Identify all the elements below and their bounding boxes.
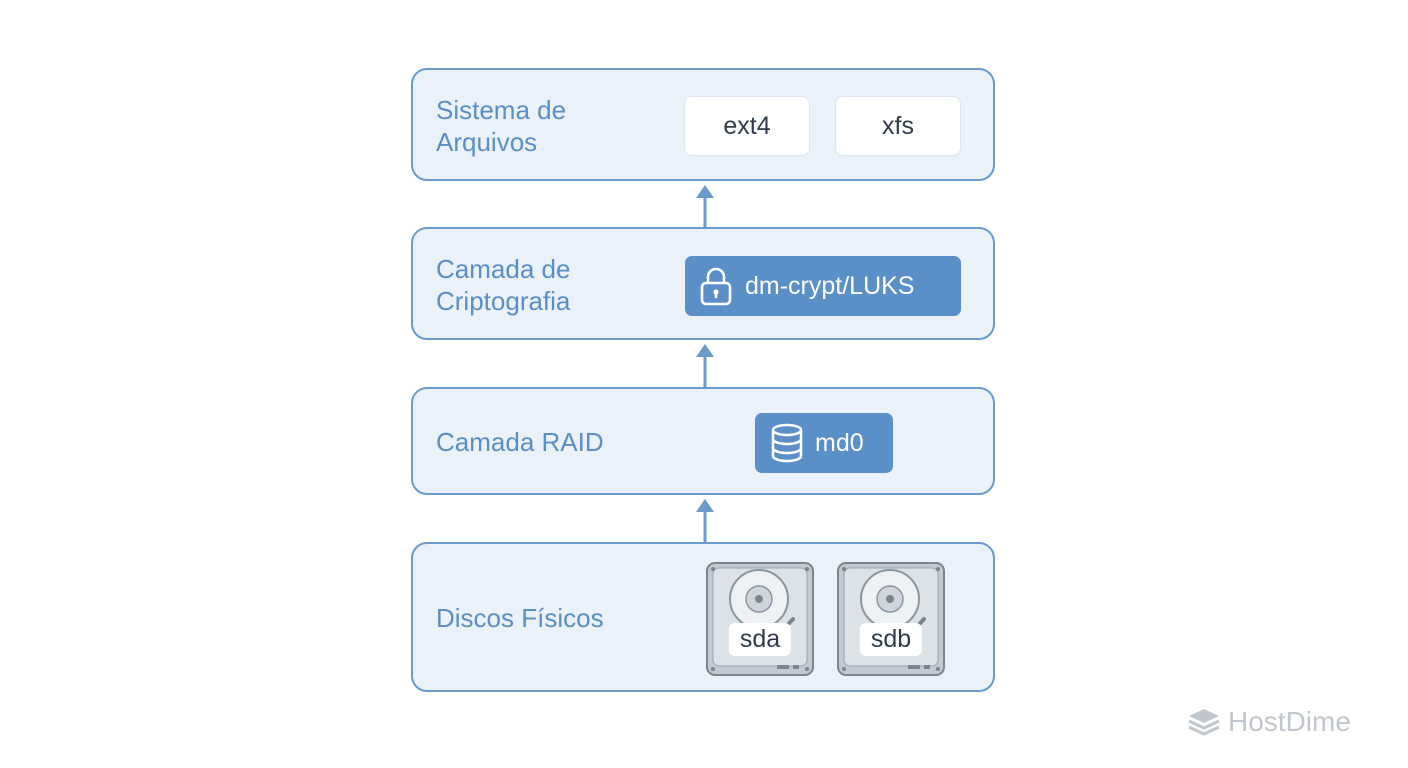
md0-chip: md0 <box>755 413 893 473</box>
ext4-chip: ext4 <box>685 97 809 155</box>
hostdime-logo-icon <box>1188 709 1220 736</box>
raid-layer-label: Camada RAID <box>436 427 604 457</box>
up-arrow-icon <box>696 344 714 387</box>
disk-sda: sda <box>705 561 815 677</box>
database-icon <box>771 423 803 463</box>
brand-name: HostDime <box>1228 706 1351 737</box>
disks-layer-label: Discos Físicos <box>436 603 604 633</box>
dm-crypt-chip: dm-crypt/LUKS <box>685 256 961 316</box>
up-arrow-icon <box>696 185 714 227</box>
hard-disk-icon <box>706 562 814 676</box>
crypto-layer: Camada de Criptografia dm-crypt/LUKS <box>411 227 995 340</box>
raid-layer: Camada RAID md0 <box>411 387 995 495</box>
disk-sdb-label: sdb <box>859 623 923 656</box>
dm-crypt-label: dm-crypt/LUKS <box>745 271 915 300</box>
up-arrow-icon <box>696 499 714 543</box>
disk-sda-label: sda <box>728 623 792 656</box>
lock-icon <box>700 267 732 306</box>
disks-layer: Discos Físicos sda <box>411 542 995 692</box>
xfs-chip: xfs <box>836 97 960 155</box>
filesystem-layer-label: Sistema de Arquivos <box>436 95 567 157</box>
filesystem-layer: Sistema de Arquivos ext4 xfs <box>411 68 995 181</box>
brand-watermark: HostDime <box>1186 706 1351 738</box>
disk-sdb: sdb <box>836 561 946 677</box>
md0-label: md0 <box>815 428 864 457</box>
crypto-layer-label: Camada de Criptografia <box>436 254 571 316</box>
hard-disk-icon <box>837 562 945 676</box>
